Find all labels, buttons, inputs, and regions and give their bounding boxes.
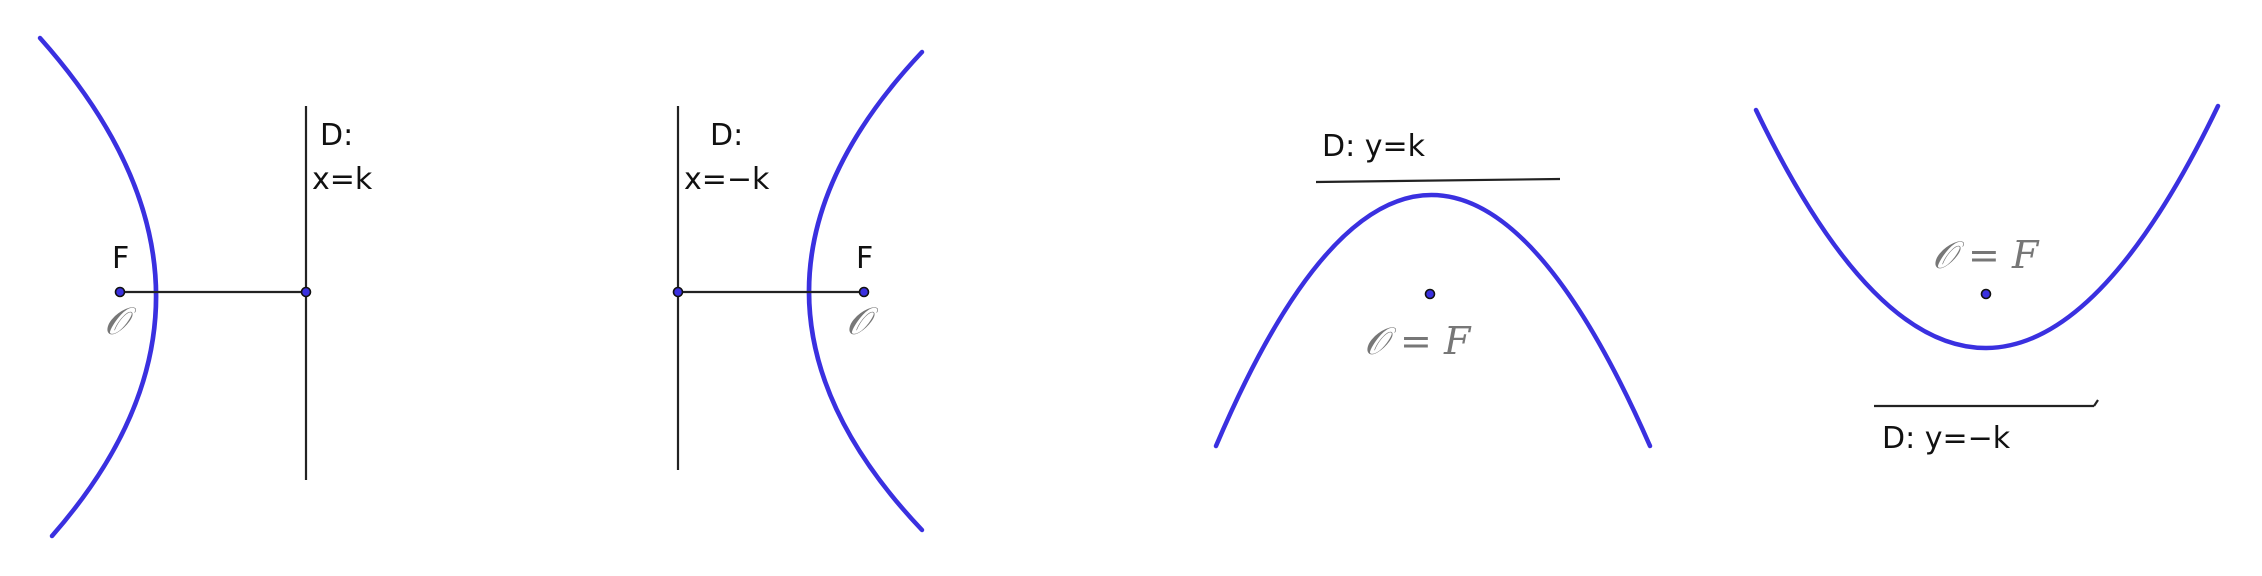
directrix-label-equation: x=k — [312, 162, 373, 197]
panel-3: D: y=k 𝒪 = F — [1213, 129, 1653, 449]
focus-label: F — [112, 241, 129, 276]
origin-label: 𝒪 — [104, 299, 137, 343]
directrix-line — [1315, 177, 1561, 184]
focus-point — [114, 286, 126, 298]
directrix-label-d: D: — [710, 118, 743, 153]
parabola-curve — [1753, 103, 2221, 351]
focus-point — [1424, 288, 1436, 300]
origin-focus-label: 𝒪 = F — [1364, 319, 1472, 363]
directrix-point — [672, 286, 684, 298]
focus-point — [1980, 288, 1992, 300]
focus-label: F — [856, 241, 873, 276]
origin-label: 𝒪 — [846, 299, 879, 343]
directrix-label-equation: x=−k — [684, 162, 770, 197]
parabola-curve — [37, 35, 159, 539]
directrix-end-tick — [2093, 399, 2099, 407]
directrix-point — [300, 286, 312, 298]
panel-2: D: x=−k F 𝒪 — [672, 49, 925, 533]
panel-1: D: x=k F 𝒪 — [37, 35, 373, 539]
panel-4: 𝒪 = F D: y=−k — [1753, 103, 2221, 456]
origin-focus-label: 𝒪 = F — [1932, 233, 2040, 277]
directrix-label: D: y=−k — [1882, 421, 2011, 456]
parabola-curve — [1213, 192, 1653, 449]
focus-point — [858, 286, 870, 298]
directrix-label-d: D: — [320, 118, 353, 153]
directrix-label: D: y=k — [1322, 129, 1426, 164]
